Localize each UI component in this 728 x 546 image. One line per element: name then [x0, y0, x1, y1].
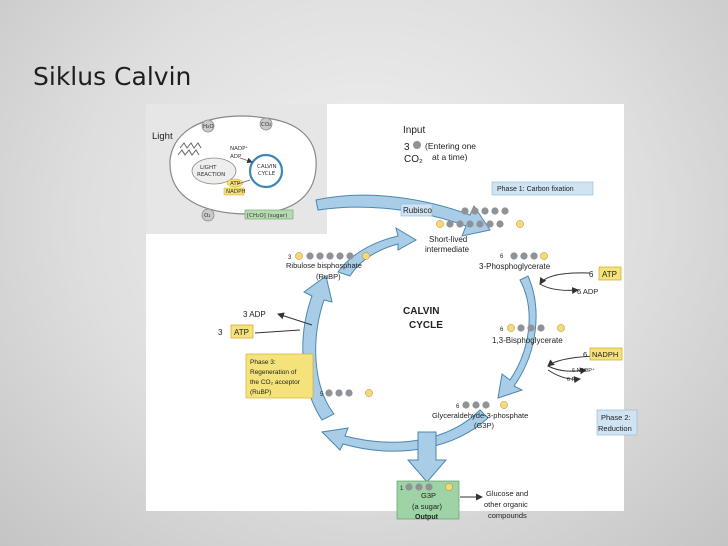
- count-rubp: 3: [288, 255, 292, 261]
- regeneration-flow-arrow: [302, 275, 335, 421]
- slide-title: Siklus Calvin: [33, 62, 192, 91]
- count-regen: 5: [320, 392, 324, 398]
- nadph-box: [589, 347, 623, 361]
- phase2-line-1: Phase 2:: [601, 413, 631, 422]
- rubisco-label: Rubisco: [403, 206, 432, 215]
- entering-line-2: at a time): [432, 152, 468, 162]
- g3p-chain: [462, 401, 508, 409]
- phase1-box: [491, 181, 594, 196]
- phase3-line-1: Phase 3:: [250, 359, 276, 366]
- atp-count: 6: [589, 270, 594, 279]
- g3p-label: Glyceraldehyde-3-phosphate: [432, 411, 528, 420]
- bottom-flow-arrow: [320, 409, 489, 452]
- adp-out-label: 6 ADP: [577, 287, 598, 296]
- input-count: 3: [404, 142, 410, 153]
- inset-nadph: NADPH: [226, 189, 246, 195]
- inset-light: Light: [152, 131, 173, 142]
- short-lived-line-2: intermediate: [425, 245, 470, 254]
- short-lived-chain: [461, 207, 509, 215]
- phase1-label: Phase 1: Carbon fixation: [497, 186, 574, 193]
- rubp-flow-arrow: [337, 226, 417, 277]
- pi-out-label: 6 P: [567, 377, 576, 383]
- phase3-line-4: (RuBP): [250, 389, 271, 396]
- phase3-box: [245, 353, 314, 399]
- inset-calvin-2: CYCLE: [258, 171, 276, 177]
- input-molecule: CO₂: [404, 154, 423, 165]
- atp-label: ATP: [602, 270, 617, 279]
- inset-light-reaction-2: REACTION: [197, 172, 225, 178]
- reduction-flow-arrow: [497, 275, 537, 399]
- output-count: 1: [400, 486, 404, 492]
- bpg-label: 1,3-Bisphoglycerate: [492, 336, 563, 345]
- cycle-label-2: CYCLE: [409, 320, 443, 331]
- regen-chain: [325, 389, 373, 397]
- inset-atp: ATP: [230, 181, 241, 187]
- count-bpg: 6: [500, 327, 504, 333]
- pga-chain: [510, 252, 548, 260]
- output-flow-arrow: [406, 431, 448, 483]
- input-flow-arrow: [315, 194, 491, 237]
- nadph-label: NADPH: [592, 350, 618, 359]
- nadph-count: 6: [583, 350, 587, 359]
- atp-box: [598, 266, 622, 281]
- glucose-line-3: compounds: [488, 511, 527, 520]
- output-line-2: (a sugar): [412, 502, 443, 511]
- inset-sugar: [CH₂O] (sugar): [247, 213, 287, 219]
- intermediate-top-chain: [436, 220, 524, 228]
- regen-atp-label: ATP: [234, 328, 249, 337]
- phase3-line-2: Regeneration of: [250, 369, 296, 376]
- regen-atp-box: [230, 324, 254, 339]
- inset-calvin-1: CALVIN: [257, 164, 277, 170]
- nadp-out-label: 6 NADP⁺: [572, 367, 595, 374]
- glucose-line-2: other organic: [484, 500, 528, 509]
- output-line-1: G3P: [421, 491, 436, 500]
- inset-adp: ADP: [230, 154, 242, 160]
- regen-adp-label: 3 ADP: [243, 310, 266, 319]
- short-lived-line-1: Short-lived: [429, 235, 467, 244]
- side-arrows: [254, 272, 605, 501]
- inset-drawing: [169, 115, 317, 222]
- inset-h2o: H₂O: [203, 124, 214, 130]
- output-chain: [405, 483, 453, 491]
- count-g3p: 6: [456, 404, 460, 410]
- rubp-line-1: Ribulose bisphosphate: [286, 261, 362, 270]
- input-label: Input: [403, 125, 425, 136]
- rubp-chain: [295, 252, 370, 260]
- pga-label: 3-Phosphoglycerate: [479, 262, 551, 271]
- rubp-line-2: (RuBP): [316, 272, 341, 281]
- count-pga: 6: [500, 254, 504, 260]
- rubisco-box: [400, 203, 433, 217]
- phase2-line-2: Reduction: [598, 424, 632, 433]
- molecules: [295, 141, 565, 491]
- glucose-line-1: Glucose and: [486, 489, 528, 498]
- phase2-box: [596, 409, 638, 436]
- g3p-abbr: (G3P): [474, 421, 495, 430]
- cycle-arrows: [302, 194, 537, 483]
- entering-line-1: (Entering one: [425, 141, 476, 151]
- inset-light-reaction-1: LIGHT: [200, 165, 217, 171]
- inset-o2: O₂: [204, 213, 211, 219]
- inset-co2: CO₂: [261, 122, 271, 128]
- inset-nadp: NADP⁺: [230, 145, 248, 152]
- output-line-3: Output: [415, 514, 439, 521]
- regen-atp-count: 3: [218, 328, 223, 337]
- cycle-label-1: CALVIN: [403, 306, 439, 317]
- phase3-line-3: the CO₂ acceptor: [250, 379, 301, 386]
- bpg-chain: [507, 324, 565, 332]
